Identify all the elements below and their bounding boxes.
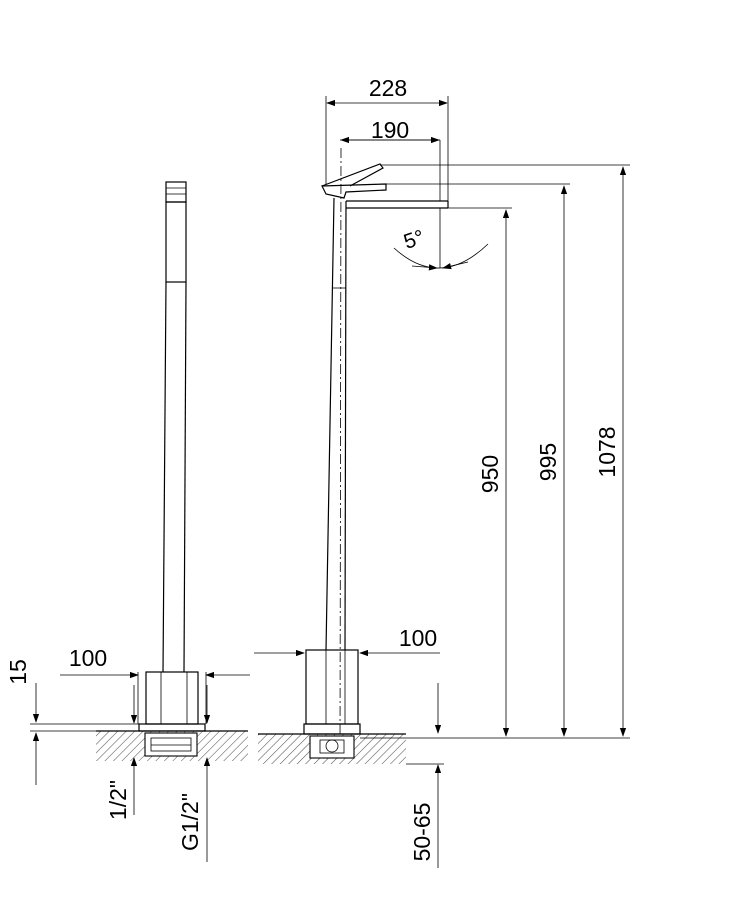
front-view-column-left <box>325 197 335 651</box>
side-view-base <box>145 671 199 725</box>
dim-plate-thickness-label: 15 <box>5 659 31 685</box>
dim-height-outlet: 950 <box>448 207 512 737</box>
front-view-spout <box>321 183 387 199</box>
front-view-lever <box>321 163 384 187</box>
dim-height-total: 1078 <box>380 164 630 737</box>
dim-connection-right-label: G1/2" <box>177 793 203 851</box>
dim-spout-angle: 5° <box>393 208 489 271</box>
dim-spout-reach-label: 190 <box>371 117 409 143</box>
dim-side-base-width: 100 <box>60 645 250 724</box>
side-view-lever-cap <box>165 181 187 203</box>
front-view-base <box>305 649 359 725</box>
dim-spout-angle-label: 5° <box>401 226 427 254</box>
dim-overall-reach: 228 <box>325 75 449 201</box>
dim-height-lever: 995 <box>386 183 570 737</box>
dim-spout-reach: 190 <box>340 117 441 201</box>
side-view-mount-plate <box>138 723 206 732</box>
dim-front-base-width: 100 <box>254 625 440 657</box>
front-view-column-right <box>344 200 347 651</box>
dim-plate-thickness: 15 <box>5 659 139 785</box>
dim-front-base-width-label: 100 <box>399 625 437 651</box>
dim-installation-depth-label: 50-65 <box>409 803 435 862</box>
dim-installation-depth: 50-65 <box>406 683 444 868</box>
dim-height-lever-label: 995 <box>535 443 561 481</box>
dim-height-outlet-label: 950 <box>477 455 503 493</box>
front-view: 228 190 5° 100 950 <box>254 75 630 868</box>
dim-side-base-width-label: 100 <box>69 645 107 671</box>
side-view-embedded-box <box>144 732 198 757</box>
dim-connection-left-label: 1/2" <box>105 780 131 820</box>
side-view: 100 15 1/2" G1/2" <box>5 181 250 862</box>
front-view-centerline <box>339 147 342 753</box>
dim-height-total-label: 1078 <box>594 426 620 477</box>
front-view-mount-plate <box>303 723 361 735</box>
dim-overall-reach-label: 228 <box>369 75 407 101</box>
dim-connection-left: 1/2" <box>105 685 138 820</box>
front-view-embedded-box <box>309 735 355 759</box>
dim-connection-right: G1/2" <box>177 685 211 862</box>
side-view-column <box>165 201 187 283</box>
